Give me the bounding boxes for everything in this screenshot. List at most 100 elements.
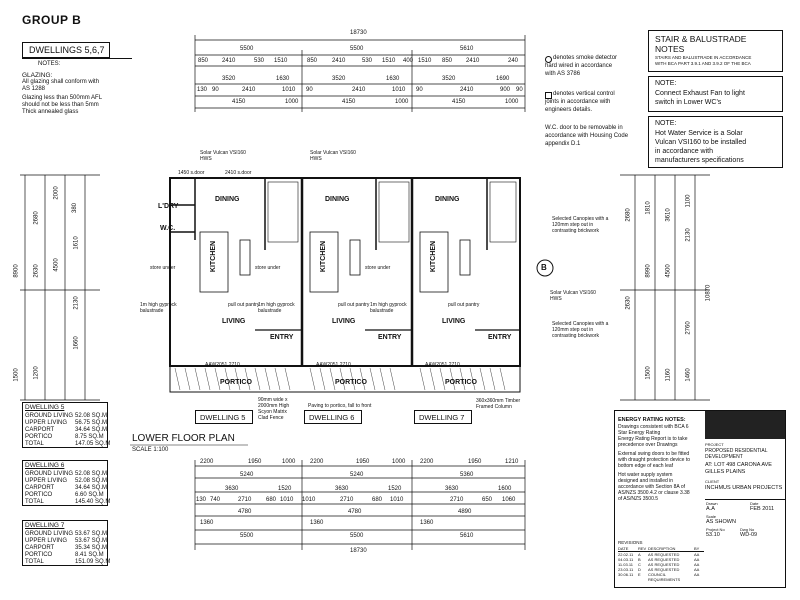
hws-note-l4: manufacturers specifications bbox=[655, 157, 744, 164]
revision-row: 22.02.11 A AS REQUESTED AA bbox=[618, 552, 704, 557]
dim-bot-r5-1: 4780 bbox=[348, 509, 362, 515]
schedule-7-title: DWELLING 7 bbox=[25, 522, 65, 529]
revisions-head: REVISIONS bbox=[618, 540, 643, 545]
schedule-5-r2-label: CARPORT bbox=[25, 427, 55, 433]
stair-notes-body2: WITH BCA PART 3.9.1 AND 3.9.2 OF THE BCA bbox=[655, 61, 751, 66]
dim-top-r2-4: 850 bbox=[307, 58, 318, 64]
dim-right-0: 2680 bbox=[625, 208, 632, 222]
dim-top-overall: 18730 bbox=[350, 30, 367, 36]
plan-scale: SCALE 1:100 bbox=[132, 447, 169, 453]
project-label: PROJECT bbox=[705, 442, 724, 447]
scale-label: Scale bbox=[706, 514, 717, 519]
pantry-6: pull out pantry bbox=[338, 302, 370, 308]
entry-6: ENTRY bbox=[378, 334, 402, 341]
living-7: LIVING bbox=[442, 318, 466, 325]
exhaust-note-l1: Connect Exhaust Fan to light bbox=[655, 90, 745, 97]
dim-top-r4-8: 2410 bbox=[460, 87, 474, 93]
schedule-5-r2-value: 34.64 SQ.M bbox=[75, 427, 108, 433]
dim-bot-r2-1: 5240 bbox=[350, 472, 364, 478]
rev-4-by: AA bbox=[694, 572, 700, 577]
energy-l6: with draught protection device to bbox=[618, 457, 690, 463]
energy-l4: precedence over Drawings bbox=[618, 442, 678, 448]
dim-left-9: 380 bbox=[72, 202, 79, 214]
client-label: CLIENT bbox=[705, 479, 720, 484]
dim-top-r2-7: 1510 bbox=[382, 58, 396, 64]
dim-top-r4-7: 90 bbox=[416, 87, 423, 93]
dim-bot-r1-6: 2200 bbox=[420, 459, 434, 465]
dim-left-4: 2630 bbox=[33, 264, 40, 278]
schedule-6-r4-value: 145.40 SQ.M bbox=[75, 499, 111, 505]
dim-bot-r3-5: 1600 bbox=[498, 486, 512, 492]
dim-right-3: 1100 bbox=[685, 194, 692, 208]
dim-top-r4-2: 2410 bbox=[242, 87, 256, 93]
dim-top-r4-9: 900 bbox=[500, 87, 511, 93]
dwelling-tag-5-label: DWELLING 5 bbox=[200, 413, 246, 422]
dim-bot-r4-7: 680 bbox=[372, 497, 383, 503]
dim-right-7: 4500 bbox=[665, 264, 672, 278]
sdoor2-label: 2410 s.door bbox=[225, 170, 252, 176]
dim-right-11: 1460 bbox=[685, 368, 692, 382]
rev-col-by: BY bbox=[694, 546, 700, 551]
dim-bot-r2-0: 5240 bbox=[240, 472, 254, 478]
smoke-detector-icon bbox=[545, 56, 552, 63]
dim-top-r1-2: 5610 bbox=[460, 46, 474, 52]
dim-bot-r4-6: 2710 bbox=[340, 497, 354, 503]
glazing-line5: Thick annealed glass bbox=[22, 109, 79, 115]
legend-smoke3: with AS 3786 bbox=[545, 71, 581, 77]
schedule-5-r1-label: UPPER LIVING bbox=[25, 420, 68, 426]
dim-top-r5-1: 1000 bbox=[285, 99, 299, 105]
dim-bot-r3-3: 1520 bbox=[388, 486, 402, 492]
dining-6: DINING bbox=[325, 196, 350, 203]
control-joint-icon bbox=[545, 92, 552, 99]
schedule-6-r1-label: UPPER LIVING bbox=[25, 478, 68, 484]
kitchen-6: KITCHEN bbox=[320, 240, 328, 273]
paving-note: Paving to portico, fall to front bbox=[308, 403, 372, 409]
exhaust-note-box: NOTE: Connect Exhaust Fan to light switc… bbox=[648, 76, 783, 112]
dim-top-r2-2: 530 bbox=[254, 58, 265, 64]
dim-top-r5-0: 4150 bbox=[232, 99, 246, 105]
dim-top-r4-0: 130 bbox=[197, 87, 208, 93]
legend-wc1: W.C. door to be removable in bbox=[545, 125, 623, 131]
rev-0-by: AA bbox=[694, 552, 700, 557]
drawing-meta: Drawn A.A Date FEB 2011 Scale AS SHOWN P… bbox=[705, 499, 785, 538]
stair-notes-body1: STAIRS AND BALUSTRADE IN ACCORDANCE bbox=[655, 55, 752, 60]
energy-l10: accordance with Section 8A of bbox=[618, 484, 685, 490]
dim-top-r5-5: 1000 bbox=[505, 99, 519, 105]
legend-vc2: joints in accordance with bbox=[545, 99, 611, 105]
date-label: Date bbox=[750, 501, 759, 506]
legend-vc3: engineers details. bbox=[545, 107, 593, 113]
dim-bot-r1-3: 2200 bbox=[310, 459, 324, 465]
hws-note-l2: Vulcan VSI160 to be installed bbox=[655, 139, 747, 146]
schedule-5-r3-label: PORTICO bbox=[25, 434, 53, 440]
dim-bot-r4-1: 740 bbox=[210, 497, 221, 503]
plan-title: LOWER FLOOR PLAN bbox=[132, 433, 235, 444]
dim-top-r5-4: 4150 bbox=[452, 99, 466, 105]
dining-7: DINING bbox=[435, 196, 460, 203]
schedule-5-r4-value: 147.05 SQ.M bbox=[75, 441, 111, 447]
dim-left-0: 2000 bbox=[53, 186, 60, 200]
schedule-5-r4-label: TOTAL bbox=[25, 441, 44, 447]
schedule-7-r0-value: 53.67 SQ.M bbox=[75, 531, 108, 537]
schedule-6-r1-value: 52.08 SQ.M bbox=[75, 478, 108, 484]
revisions-table: REVISIONS DATE REV DESCRIPTION BY 22.02.… bbox=[618, 539, 704, 582]
dim-right-4: 2130 bbox=[685, 228, 692, 242]
project-line1: PROPOSED RESIDENTIAL bbox=[705, 448, 768, 454]
dim-left-3: 8900 bbox=[13, 264, 20, 278]
dim-bot-r6-1: 5500 bbox=[350, 533, 364, 539]
energy-l2: Star Energy Rating bbox=[618, 430, 661, 436]
rev-2-by: AA bbox=[694, 562, 700, 567]
entry-5: ENTRY bbox=[270, 334, 294, 341]
dwelling-tag-6-label: DWELLING 6 bbox=[309, 413, 355, 422]
dwg-label: Dwg No bbox=[740, 527, 755, 532]
energy-notes: ENERGY RATING NOTES: Drawings consistent… bbox=[618, 417, 704, 502]
dim-bot-r6-2: 5610 bbox=[460, 533, 474, 539]
dim-bot-r4-2: 2710 bbox=[238, 497, 252, 503]
firm-logo bbox=[705, 411, 785, 439]
dim-bot-r5-0: 4780 bbox=[238, 509, 252, 515]
balustrade-5: 1m high gyprock balustrade bbox=[140, 302, 177, 314]
schedule-5-title: DWELLING 5 bbox=[25, 404, 65, 411]
schedule-5-r1-value: 56.75 SQ.M bbox=[75, 420, 108, 426]
dim-bot-r4-0: 130 bbox=[196, 497, 207, 503]
dim-bot-r4-5: 1010 bbox=[302, 497, 316, 503]
pantry-5: pull out pantry bbox=[228, 302, 260, 308]
